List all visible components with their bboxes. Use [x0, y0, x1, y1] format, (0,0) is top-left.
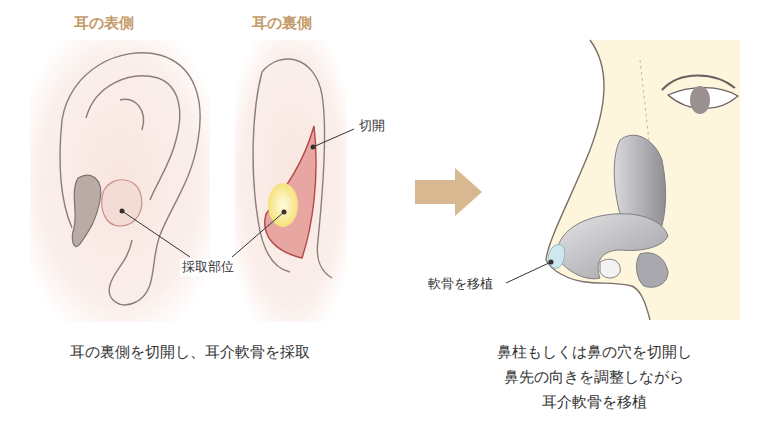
block-arrow	[415, 168, 482, 216]
panel-ground	[30, 40, 210, 322]
ear-fold	[120, 99, 143, 130]
leader-line	[313, 129, 354, 147]
leader-dot	[311, 145, 316, 150]
cartilage-graft	[548, 245, 564, 269]
panel-caption: 鼻柱もしくは鼻の穴を切開し 鼻先の向きを調整しながら 耳介軟骨を移植	[478, 340, 710, 415]
ear-antihelix	[86, 76, 180, 200]
face-skin	[546, 40, 740, 320]
ear-back	[253, 59, 332, 278]
ear-back-outline	[262, 59, 332, 278]
panel-title: 耳の表側	[74, 14, 164, 34]
leader-line	[232, 212, 284, 257]
leader-line	[506, 262, 551, 283]
nostril	[600, 259, 620, 278]
part-label: 採取部位	[180, 259, 236, 276]
part-label: 切開	[357, 118, 387, 135]
iris	[690, 86, 710, 114]
panel-ground	[235, 40, 347, 322]
eye	[662, 76, 738, 115]
incision	[265, 126, 316, 258]
leader-line	[122, 211, 190, 257]
lateral-crus	[637, 253, 668, 287]
leader-lines	[122, 129, 354, 257]
ear-edge	[60, 120, 72, 228]
panel-caption: 耳の裏側を切開し、耳介軟骨を採取	[30, 343, 350, 363]
cartilage-site-front	[102, 180, 142, 226]
concha-shadow	[72, 175, 100, 246]
leader-dot	[120, 209, 125, 214]
cartilage-site-back	[268, 183, 298, 227]
leader-dot	[282, 210, 287, 215]
panel-title: 耳の裏側	[252, 14, 342, 34]
part-label: 軟骨を移植	[426, 276, 495, 293]
leader-dot	[549, 260, 554, 265]
